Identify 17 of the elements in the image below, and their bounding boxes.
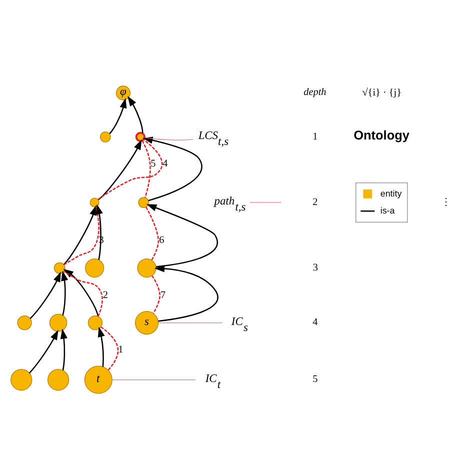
label: 5 [312, 374, 318, 385]
label: √{i} · {j} [362, 86, 402, 98]
label: depth [304, 86, 326, 98]
label: 2 [312, 196, 318, 208]
label: Ontology [354, 126, 410, 142]
label: ⋮ [440, 196, 451, 208]
label: 3 [312, 262, 318, 273]
edge-label: 5 [150, 158, 156, 170]
label: 4 [312, 316, 318, 328]
edge-label: 6 [159, 234, 164, 246]
edge-label: 7 [160, 289, 166, 300]
edge-label: 1 [118, 344, 124, 356]
legend-label: is-a [380, 204, 395, 215]
label: 1 [312, 130, 318, 142]
legend-label: entity [380, 188, 402, 198]
edge-label: 4 [162, 158, 168, 170]
edge-label: 2 [102, 289, 108, 300]
